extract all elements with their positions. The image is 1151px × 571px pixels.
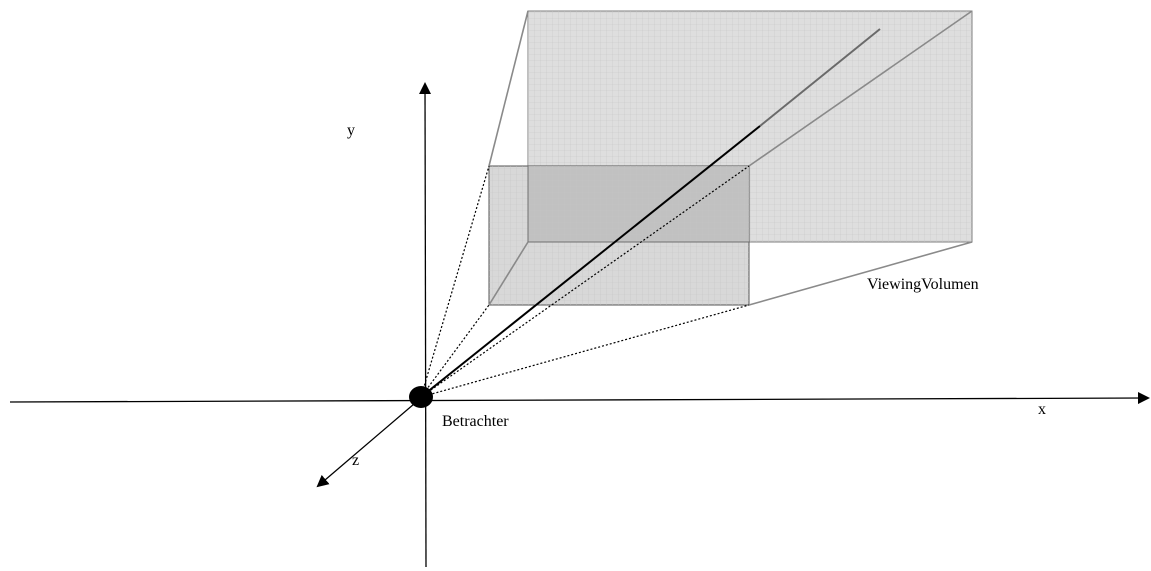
viewing-volume-label: ViewingVolumen — [867, 276, 979, 293]
z-axis — [316, 397, 422, 488]
viewer-label: Betrachter — [442, 413, 509, 430]
axes — [9, 82, 1150, 568]
projector-lines — [420, 165, 750, 398]
x-axis — [9, 392, 1150, 405]
frustum-edges — [488, 10, 973, 306]
viewer-point — [409, 386, 433, 408]
planes-overlap — [527, 166, 749, 243]
y-axis — [419, 82, 432, 568]
z-axis-label: z — [352, 452, 359, 469]
x-axis-label: x — [1038, 401, 1046, 418]
view-direction-line — [420, 28, 881, 398]
y-axis-label: y — [347, 122, 355, 139]
